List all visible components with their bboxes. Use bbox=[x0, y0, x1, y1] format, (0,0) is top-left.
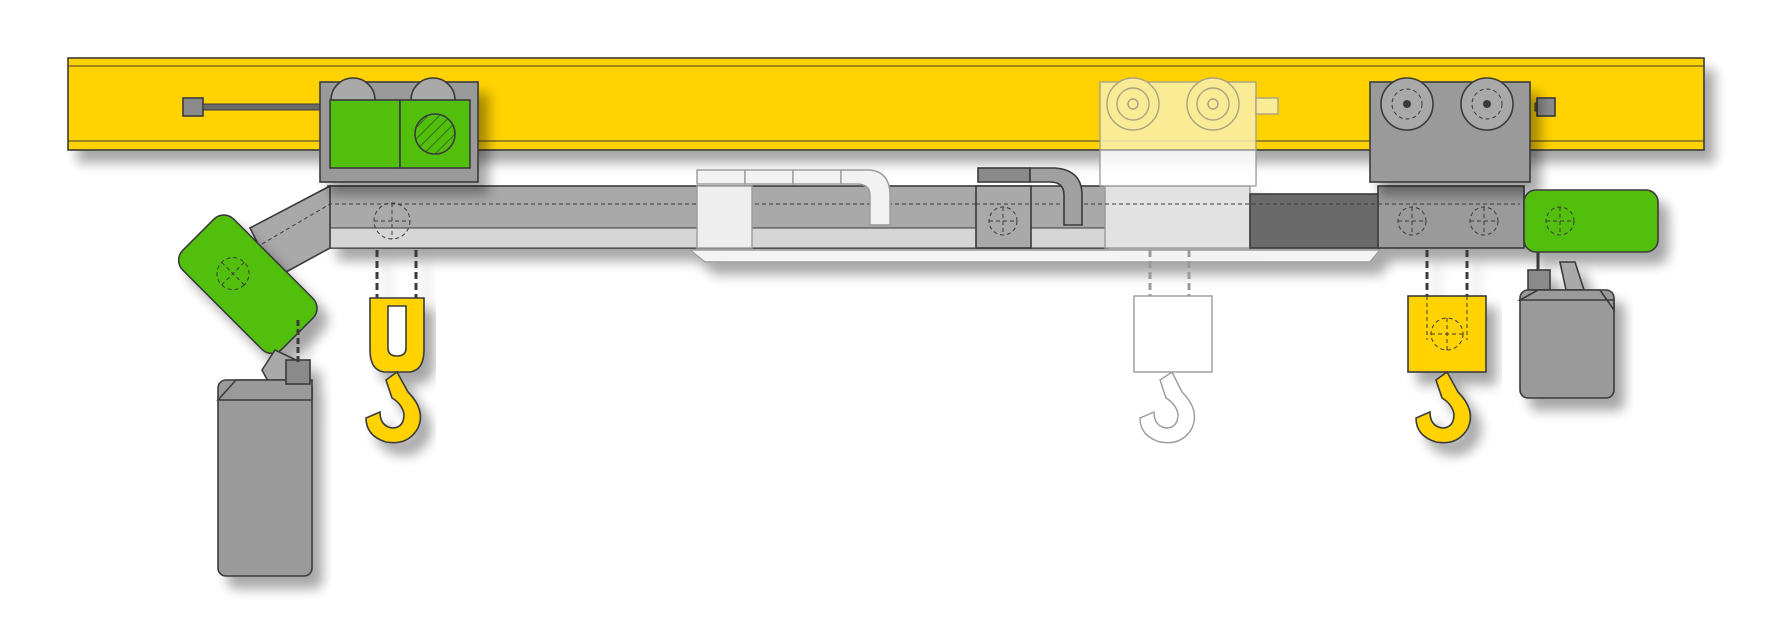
cable-festoon bbox=[696, 167, 1083, 249]
festoon-carrier-1 bbox=[696, 169, 746, 185]
girder-ghost-underside bbox=[688, 249, 1382, 263]
hoist-block bbox=[285, 359, 311, 385]
bridge-girder bbox=[327, 185, 1525, 263]
chain-hoist-right bbox=[1516, 252, 1615, 399]
girder-left-wheel bbox=[373, 202, 411, 240]
festoon-carrier-2 bbox=[744, 169, 794, 185]
end-truck-right-wheels bbox=[1397, 206, 1499, 236]
festoon-carrier-4 bbox=[977, 167, 1031, 183]
hook-icon bbox=[1139, 370, 1196, 444]
girder-mid-section bbox=[1104, 185, 1251, 249]
hoist-bracket bbox=[1559, 261, 1586, 291]
hoist-body-taper bbox=[216, 379, 313, 401]
ghost-buffer bbox=[1255, 97, 1279, 115]
wheel-icon bbox=[1186, 77, 1240, 131]
travel-motor-right bbox=[1523, 189, 1659, 253]
ghost-hook-block bbox=[1133, 295, 1213, 373]
idler-trolley-right bbox=[1369, 77, 1531, 183]
festoon-carrier-3 bbox=[792, 169, 842, 185]
gearbox-hatch-icon bbox=[414, 113, 456, 155]
hook-icon bbox=[365, 370, 422, 444]
load-hook-right bbox=[1407, 250, 1487, 444]
festoon-cable-bend bbox=[840, 169, 891, 226]
hook-icon bbox=[1415, 370, 1472, 444]
chain-hoist-left bbox=[216, 320, 313, 577]
drive-trolley-left bbox=[319, 77, 479, 183]
ghost-trolley-lower bbox=[1099, 149, 1257, 187]
girder-right-section bbox=[1377, 185, 1525, 249]
girder-dark-section bbox=[1249, 193, 1381, 249]
hoist-body bbox=[1519, 289, 1615, 399]
festoon-box-left bbox=[696, 185, 753, 249]
hoist-body bbox=[217, 379, 313, 577]
festoon-cable-bend-2 bbox=[1029, 167, 1083, 226]
load-hook-ghost bbox=[1133, 250, 1213, 444]
hoist-block bbox=[1527, 269, 1551, 291]
load-hook-left bbox=[365, 250, 425, 444]
wheel-icon bbox=[1106, 77, 1160, 131]
drive-motor bbox=[329, 99, 401, 169]
ghost-trolley bbox=[1099, 77, 1279, 187]
buffer-stop-right bbox=[1534, 97, 1556, 117]
